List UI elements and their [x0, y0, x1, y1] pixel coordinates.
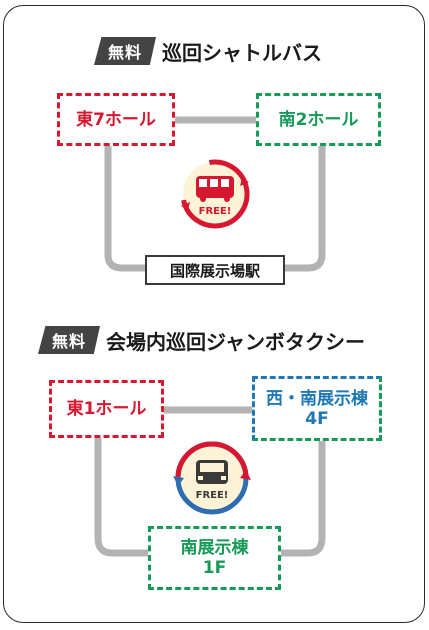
shuttle-bus-title: 巡回シャトルバス	[162, 40, 323, 65]
station-south-hall-floor: 1F	[202, 558, 227, 578]
station-east7-hall: 東7ホール	[57, 93, 175, 146]
taxi-icon: FREE!	[173, 441, 251, 515]
station-east7-label: 東7ホール	[76, 109, 156, 130]
bus-icon: FREE!	[180, 159, 250, 229]
free-badge-1: 無料	[94, 37, 157, 65]
station-west-south-hall: 西・南展示棟 4F	[252, 376, 382, 441]
station-east1-hall: 東1ホール	[49, 380, 164, 438]
free-badge-2: 無料	[38, 326, 101, 354]
route-line-right-1	[281, 134, 326, 272]
section1-title: 無料 巡回シャトルバス	[94, 34, 322, 68]
station-west-south-label: 西・南展示棟	[266, 388, 368, 409]
route-line-left-1	[104, 134, 149, 272]
station-kokusai-tenjijo: 国際展示場駅	[145, 255, 285, 285]
station-south-hall-label: 南展示棟	[180, 538, 249, 558]
station-south2-hall: 南2ホール	[256, 93, 381, 146]
station-kokusai-label: 国際展示場駅	[169, 261, 260, 280]
route-line-right-2	[274, 421, 326, 557]
route-line-left-2	[94, 421, 154, 557]
station-south-hall-1f: 南展示棟 1F	[148, 526, 281, 590]
bus-free-label: FREE!	[199, 206, 232, 217]
station-east1-label: 東1ホール	[66, 399, 147, 419]
station-west-south-floor: 4F	[305, 408, 329, 429]
taxi-free-label: FREE!	[196, 490, 229, 501]
station-south2-label: 南2ホール	[278, 109, 359, 130]
section2-title: 無料 会場内巡回ジャンボタクシー	[38, 323, 365, 357]
jumbo-taxi-title: 会場内巡回ジャンボタクシー	[106, 329, 366, 354]
